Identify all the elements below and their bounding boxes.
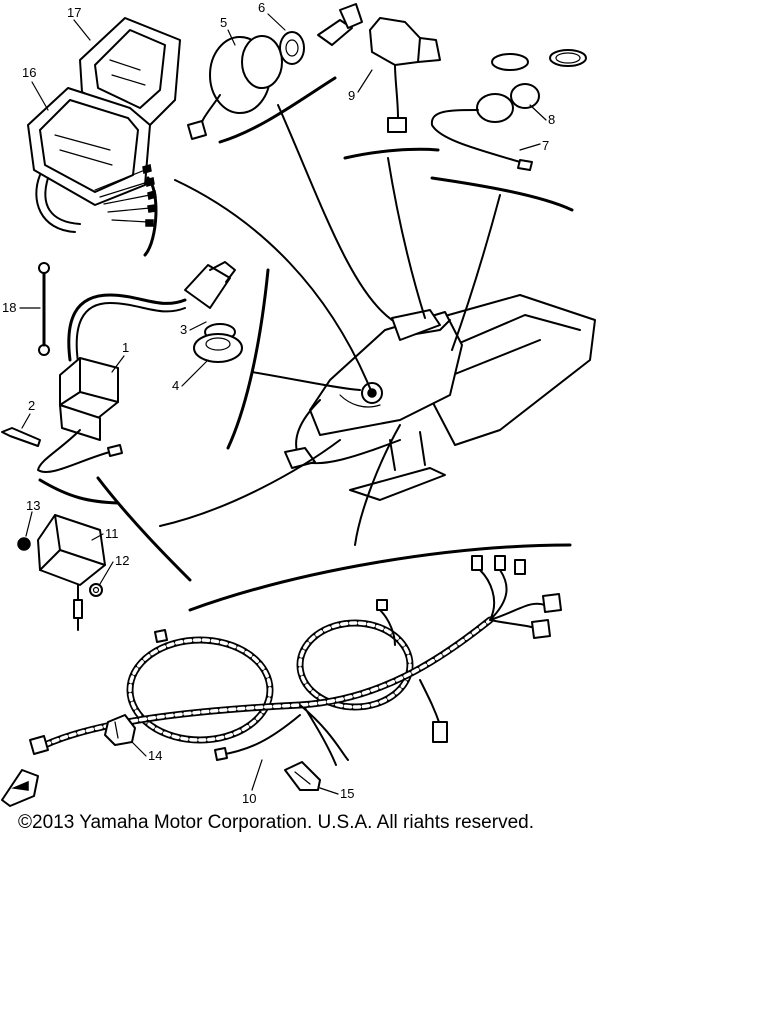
relay-switch [369,17,441,133]
bracket-9 [343,147,440,160]
label-5: 5 [220,15,227,30]
leader-lines [159,104,501,546]
ground-lead [38,262,50,356]
label-7: 7 [542,138,549,153]
bracket-7 [430,176,574,212]
label-3: 3 [180,322,187,337]
ignition-switch [187,3,363,140]
label-17: 17 [67,5,81,20]
copyright-notice: ©2013 Yamaha Motor Corporation. U.S.A. A… [18,812,534,833]
label-18: 18 [2,300,16,315]
ignition-coil [1,293,187,473]
label-8: 8 [548,112,555,127]
bracket-5 [218,76,337,144]
key-switch [430,49,587,171]
wire-harness [29,476,572,766]
label-11: 11 [105,526,119,541]
label-15: 15 [340,786,354,801]
bracket-3 [226,268,270,450]
label-10: 10 [242,791,256,806]
label-2: 2 [28,398,35,413]
forward-arrow-icon [1,769,39,807]
label-16: 16 [22,65,36,80]
bracket-10 [96,476,192,582]
voltage-regulator [17,514,106,631]
bracket-16 [143,176,158,257]
bracket-1 [38,478,120,505]
label-1: 1 [122,340,129,355]
label-6: 6 [258,0,265,15]
parts-diagram: 17 16 5 6 9 8 7 [1,0,596,807]
label-12: 12 [115,553,129,568]
label-4: 4 [172,378,179,393]
label-9: 9 [348,88,355,103]
spark-plug-cap [184,261,243,363]
cdi-unit-assembly [27,17,181,233]
label-13: 13 [26,498,40,513]
snowmobile [284,294,596,501]
label-14: 14 [148,748,162,763]
terminal [284,761,321,791]
